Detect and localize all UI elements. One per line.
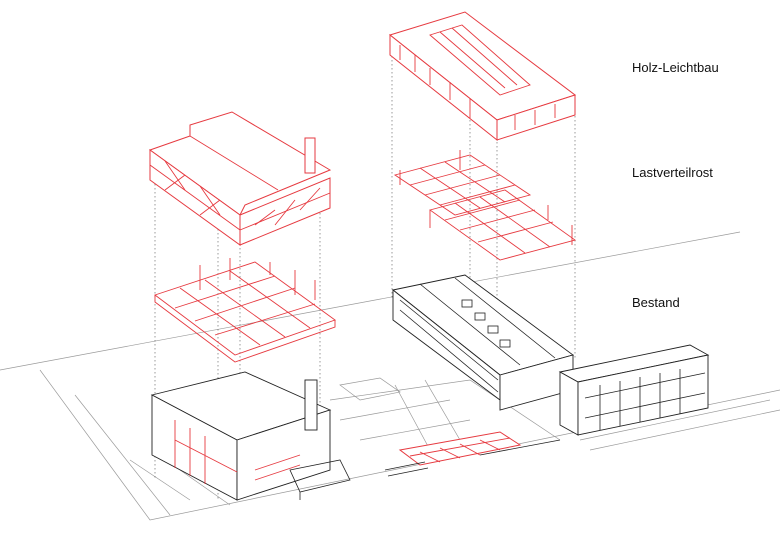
existing-building-right: [558, 344, 710, 436]
roof-skylights: [461, 299, 511, 348]
label-lastverteilrost: Lastverteilrost: [632, 165, 713, 180]
load-grid-right: [393, 150, 577, 261]
load-grid-left: [154, 258, 336, 363]
timber-module-left: [148, 111, 332, 246]
site-context: [0, 231, 780, 521]
existing-building-left: [150, 371, 351, 501]
timber-module-right: [388, 11, 577, 142]
projection-lines: [154, 20, 576, 500]
existing-building-center: [391, 274, 575, 411]
new-canopy: [384, 431, 561, 477]
label-holz-leichtbau: Holz-Leichtbau: [632, 60, 719, 75]
label-bestand: Bestand: [632, 295, 680, 310]
